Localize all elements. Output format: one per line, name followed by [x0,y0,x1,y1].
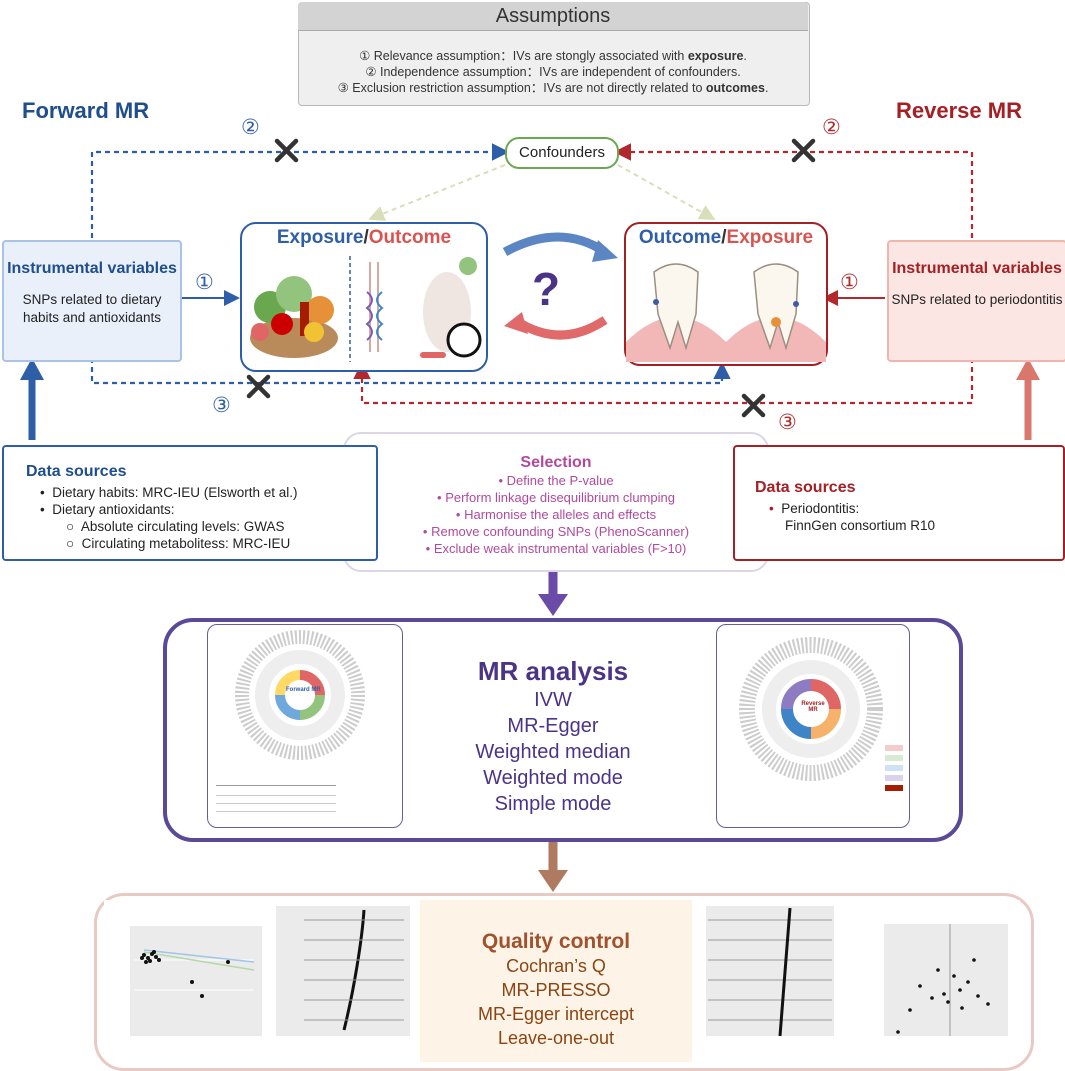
qc-method: MR-PRESSO [501,980,611,1000]
data-source-item: • Periodontitis: [769,501,860,516]
assumption-relevance: ① Relevance assumption：IVs are stongly a… [359,49,747,63]
qc-left-plots [104,900,416,1058]
forward-num-1: ① [195,271,214,294]
confounders-node: Confounders [505,137,619,169]
mr-method: Weighted mode [483,767,623,789]
confounder-to-right-path [617,164,716,220]
outcome-exposure-title: Outcome/Exposure [638,227,814,248]
quality-control-title: Quality control [481,930,631,953]
forward-iv-subtitle: SNPs related to dietary habits and antio… [22,292,162,325]
data-source-subitem: ○ Circulating metabolitess: MRC-IEU [66,536,291,551]
selection-item: • Exclude weak instrumental variables (F… [425,541,687,556]
reverse-confounder-path [613,143,974,238]
selection-title: Selection [520,454,592,471]
exposure-outcome-panel: Exposure/Outcome [240,222,488,372]
mr-analysis-methods: MR analysis IVW MR-Egger Weighted median… [420,656,686,817]
data-source-item-cont: FinnGen consortium R10 [785,518,936,533]
assumption-exclusion: ③ Exclusion restriction assumption：IVs a… [337,81,769,95]
forward-confounder-path [90,143,510,238]
data-sources-right-title: Data sources [755,479,856,496]
qc-method: Leave-one-out [497,1028,615,1048]
forward-mr-title: Forward MR [22,98,150,123]
assumptions-title: Assumptions [298,2,808,31]
quality-control-box: Quality control Cochran’s Q MR-PRESSO MR… [420,900,692,1062]
outcome-exposure-panel: Outcome/Exposure [624,222,828,366]
forward-iv-title: Instrumental variables [7,260,177,277]
selection-item: • Define the P-value [498,473,614,488]
reverse-num-1: ① [840,271,859,294]
qc-method: MR-Egger intercept [477,1004,635,1024]
exposure-outcome-title: Exposure/Outcome [276,227,452,248]
reverse-num-3: ③ [778,411,797,434]
reverse-mr-thumbnail: Reverse MR [716,624,910,828]
forward-num-3: ③ [212,394,231,417]
mr-method: IVW [534,689,572,711]
diet-illustration [250,256,482,362]
reverse-circos-plot [739,637,903,791]
forward-mr-thumbnail: Forward MR [207,624,403,828]
data-sources-left-title: Data sources [26,463,127,480]
forward-num-2: ② [241,116,260,139]
mr-method: Weighted median [475,741,631,763]
data-source-item: • Dietary habits: MRC-IEU (Elsworth et a… [40,485,298,500]
qc-right-plots [698,900,1020,1058]
reverse-curve-arrow [512,316,608,340]
selection-item: • Perform linkage disequilibrium clumpin… [437,490,675,505]
mr-analysis-title: MR analysis [477,656,629,686]
forward-circos-plot [216,630,365,812]
confounder-to-left-path [368,164,506,221]
qc-right-forest-funnel [706,906,1008,1037]
forward-exclusion-path [90,358,731,385]
mr-method: Simple mode [494,793,612,815]
reverse-iv-title: Instrumental variables [892,260,1062,277]
qc-method: Cochran’s Q [506,956,606,976]
reverse-circos-label: Reverse MR [801,701,825,713]
selection-item: • Remove confounding SNPs (PhenoScanner) [422,524,690,539]
selection-item: • Harmonise the alleles and effects [455,507,657,522]
data-sources-left-box: Data sources • Dietary habits: MRC-IEU (… [2,445,378,561]
assumption-independence: ② Independence assumption：IVs are indepe… [365,65,741,79]
mr-method: MR-Egger [507,715,599,737]
teeth-illustration [626,263,826,362]
data-sources-right-box: Data sources • Periodontitis: FinnGen co… [733,445,1065,561]
forward-curve-arrow [502,232,608,256]
data-source-item: • Dietary antioxidants: [40,502,175,517]
reverse-iv-box: Instrumental variables SNPs related to p… [887,240,1065,362]
causal-question-mark: ? [532,263,561,315]
forward-iv-box: Instrumental variables SNPs related to d… [2,240,182,362]
forward-circos-label: Forward MR [286,687,321,693]
qc-left-scatter-forest [130,906,410,1036]
reverse-mr-title: Reverse MR [896,98,1022,123]
reverse-exclusion-path [353,358,974,405]
reverse-iv-subtitle: SNPs related to periodontitis [891,292,1063,307]
reverse-num-2: ② [822,116,841,139]
selection-box: Selection • Define the P-value • Perform… [343,432,769,572]
data-source-subitem: ○ Absolute circulating levels: GWAS [66,519,285,534]
